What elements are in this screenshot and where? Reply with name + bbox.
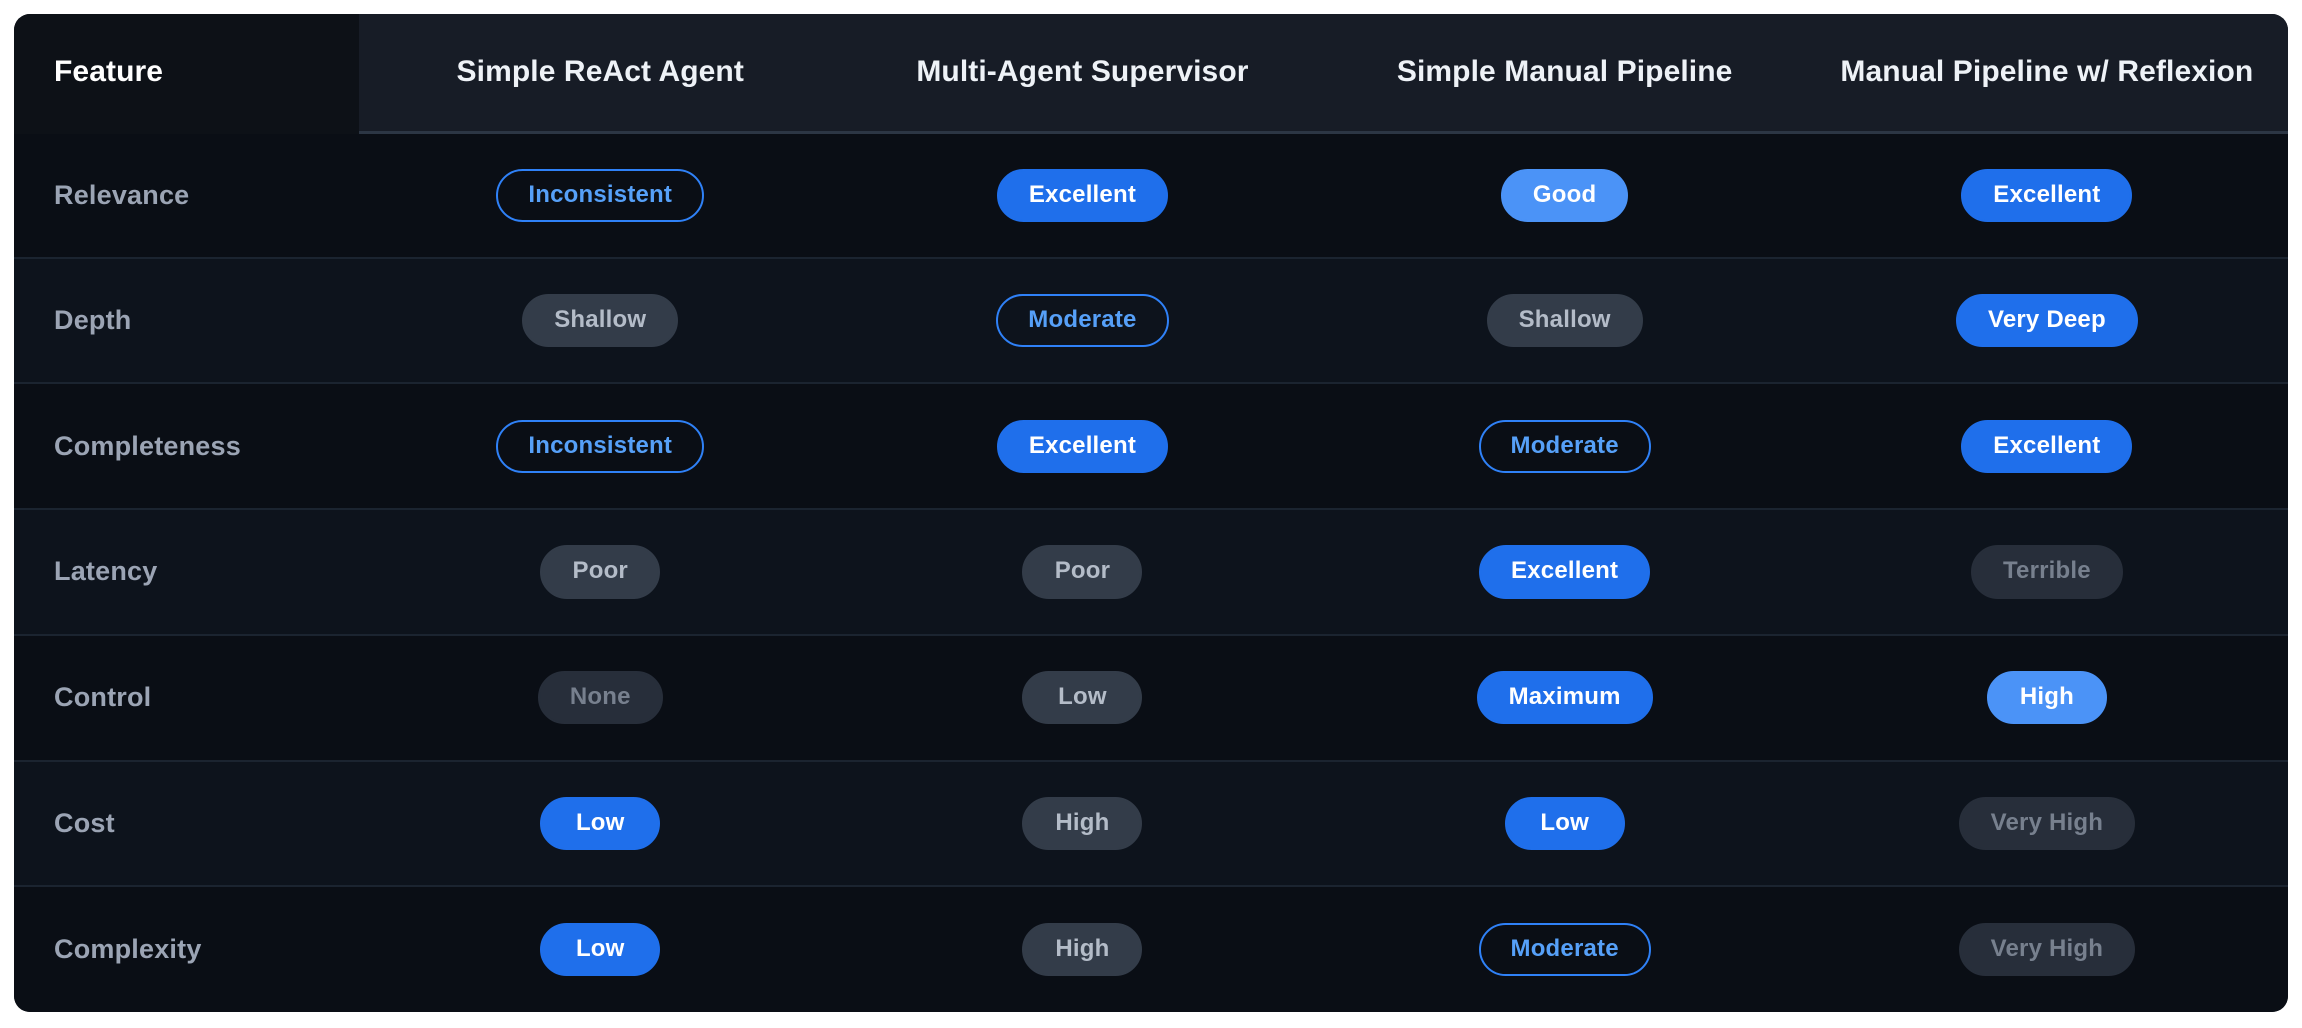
rating-cell: Low	[359, 759, 842, 887]
feature-label: Completeness	[14, 382, 360, 510]
rating-badge[interactable]: High	[1022, 923, 1143, 977]
feature-label: Depth	[14, 256, 360, 384]
rating-cell: Low	[841, 633, 1324, 761]
feature-label: Latency	[14, 508, 360, 635]
rating-cell: Shallow	[1323, 256, 1806, 384]
rating-cell: High	[841, 885, 1324, 1012]
rating-badge[interactable]: Terrible	[1970, 545, 2123, 599]
table-head: Feature Simple ReAct Agent Multi-Agent S…	[14, 14, 2288, 134]
rating-cell: Moderate	[1323, 382, 1806, 510]
rating-cell: Very High	[1805, 885, 2288, 1012]
rating-badge[interactable]: High	[1986, 671, 2107, 725]
feature-label: Relevance	[14, 132, 360, 258]
column-header-manual-pipeline-reflexion[interactable]: Manual Pipeline w/ Reflexion	[1805, 14, 2288, 134]
rating-badge[interactable]: Shallow	[522, 293, 679, 348]
rating-badge[interactable]: Moderate	[1478, 419, 1651, 473]
table-row: Cost Low High Low Very High	[14, 759, 2288, 887]
rating-badge[interactable]: Excellent	[1479, 545, 1651, 599]
rating-badge[interactable]: Excellent	[996, 419, 1169, 473]
table-row: Latency Poor Poor Excellent Terrible	[14, 508, 2288, 635]
rating-cell: Excellent	[841, 382, 1324, 510]
rating-cell: Excellent	[841, 132, 1324, 258]
rating-badge[interactable]: Very Deep	[1955, 293, 2138, 348]
column-header-simple-manual-pipeline[interactable]: Simple Manual Pipeline	[1323, 14, 1806, 134]
feature-label: Control	[14, 633, 360, 761]
rating-badge[interactable]: Low	[1504, 796, 1625, 850]
rating-badge[interactable]: Low	[540, 923, 661, 977]
rating-cell: Low	[359, 885, 842, 1012]
column-header-multi-agent-supervisor[interactable]: Multi-Agent Supervisor	[841, 14, 1324, 134]
rating-badge[interactable]: Good	[1500, 168, 1629, 222]
column-header-feature[interactable]: Feature	[14, 14, 360, 134]
rating-badge[interactable]: Poor	[540, 545, 661, 599]
rating-badge[interactable]: Shallow	[1486, 293, 1643, 348]
rating-cell: Excellent	[1805, 382, 2288, 510]
rating-badge[interactable]: Poor	[1022, 545, 1143, 599]
rating-cell: High	[1805, 633, 2288, 761]
table-row: Control None Low Maximum High	[14, 633, 2288, 761]
rating-badge[interactable]: Very High	[1958, 796, 2136, 850]
rating-badge[interactable]: Inconsistent	[496, 168, 705, 222]
rating-badge[interactable]: High	[1022, 796, 1143, 850]
rating-cell: Moderate	[1323, 885, 1806, 1012]
rating-cell: Shallow	[359, 256, 842, 384]
rating-cell: Terrible	[1805, 508, 2288, 635]
rating-cell: Inconsistent	[359, 132, 842, 258]
rating-badge[interactable]: Very High	[1958, 923, 2136, 977]
rating-cell: Very Deep	[1805, 256, 2288, 384]
rating-cell: Poor	[359, 508, 842, 635]
feature-label: Cost	[14, 759, 360, 887]
table-row: Relevance Inconsistent Excellent Good Excell…	[14, 132, 2288, 258]
table-row: Complexity Low High Moderate Very High	[14, 885, 2288, 1012]
rating-cell: Maximum	[1323, 633, 1806, 761]
rating-badge[interactable]: Inconsistent	[496, 419, 705, 473]
rating-cell: Poor	[841, 508, 1324, 635]
comparison-table: Feature Simple ReAct Agent Multi-Agent S…	[14, 14, 2288, 1012]
column-header-simple-react-agent[interactable]: Simple ReAct Agent	[359, 14, 842, 134]
rating-cell: Low	[1323, 759, 1806, 887]
rating-badge[interactable]: Excellent	[1961, 419, 2133, 473]
rating-cell: None	[359, 633, 842, 761]
table-header-row: Feature Simple ReAct Agent Multi-Agent S…	[14, 14, 2288, 134]
rating-badge[interactable]: Low	[1022, 671, 1143, 725]
rating-cell: Moderate	[841, 256, 1324, 384]
table-row: Completeness Inconsistent Excellent Moderat…	[14, 382, 2288, 510]
rating-badge[interactable]: Moderate	[1478, 923, 1651, 977]
comparison-table-card: Feature Simple ReAct Agent Multi-Agent S…	[14, 14, 2288, 1012]
rating-badge[interactable]: Excellent	[1961, 168, 2133, 222]
rating-badge[interactable]: Low	[540, 796, 661, 850]
rating-badge[interactable]: Maximum	[1476, 671, 1653, 725]
feature-label: Complexity	[14, 885, 360, 1012]
rating-cell: Very High	[1805, 759, 2288, 887]
rating-cell: Good	[1323, 132, 1806, 258]
rating-cell: Inconsistent	[359, 382, 842, 510]
table-row: Depth Shallow Moderate Shallow Very Deep	[14, 256, 2288, 384]
rating-cell: High	[841, 759, 1324, 887]
rating-badge[interactable]: Excellent	[996, 168, 1169, 222]
rating-badge[interactable]: None	[537, 671, 663, 725]
rating-cell: Excellent	[1323, 508, 1806, 635]
rating-badge[interactable]: Moderate	[996, 293, 1169, 348]
rating-cell: Excellent	[1805, 132, 2288, 258]
